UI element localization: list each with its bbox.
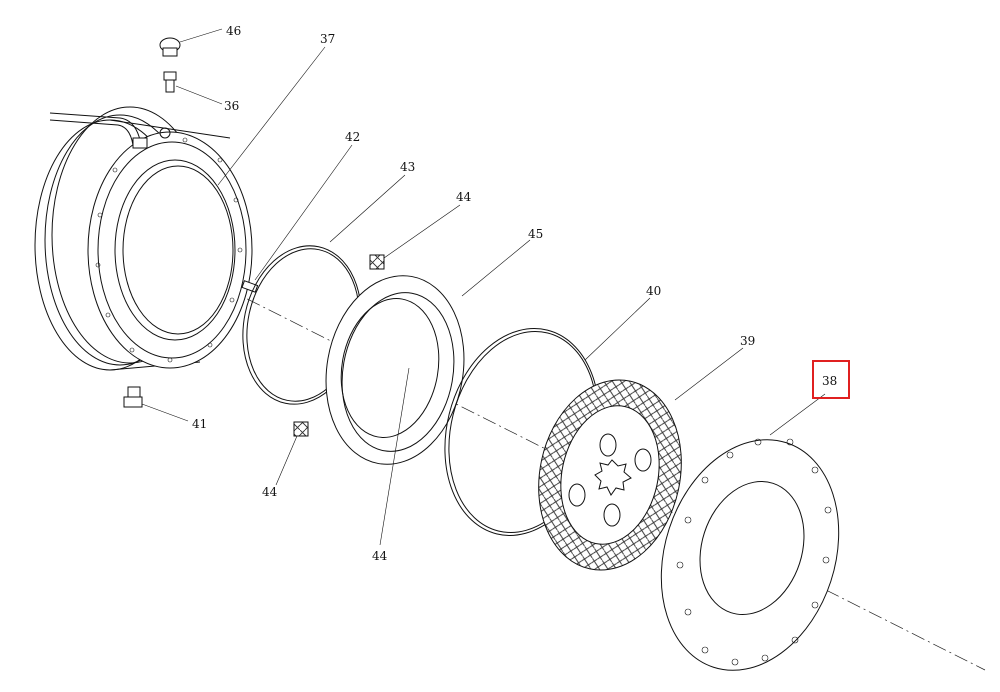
callout-36: 36 (224, 99, 239, 113)
part-39-friction-disc (538, 379, 682, 571)
callout-46: 46 (226, 24, 241, 38)
highlight-box (812, 360, 850, 399)
part-45-piston (325, 275, 465, 465)
callout-40: 40 (646, 284, 661, 298)
callout-41: 41 (192, 417, 207, 431)
part-37-housing (34, 106, 253, 371)
callout-45: 45 (528, 227, 543, 241)
part-36-fitting (163, 71, 177, 93)
part-38-plate (660, 438, 840, 671)
center-axis-line (139, 244, 986, 671)
callout-44-left: 44 (262, 485, 278, 499)
callout-42: 42 (345, 130, 360, 144)
callout-37: 37 (320, 32, 335, 46)
callout-44-bottom: 44 (372, 549, 388, 563)
callout-44-top: 44 (456, 190, 472, 204)
leader-lines (141, 28, 826, 546)
part-46-cap (159, 37, 181, 57)
callout-38: 38 (822, 374, 837, 388)
callout-43: 43 (400, 160, 415, 174)
part-41-bolt (123, 386, 143, 408)
callout-39: 39 (740, 334, 755, 348)
part-42-pin (241, 280, 259, 293)
